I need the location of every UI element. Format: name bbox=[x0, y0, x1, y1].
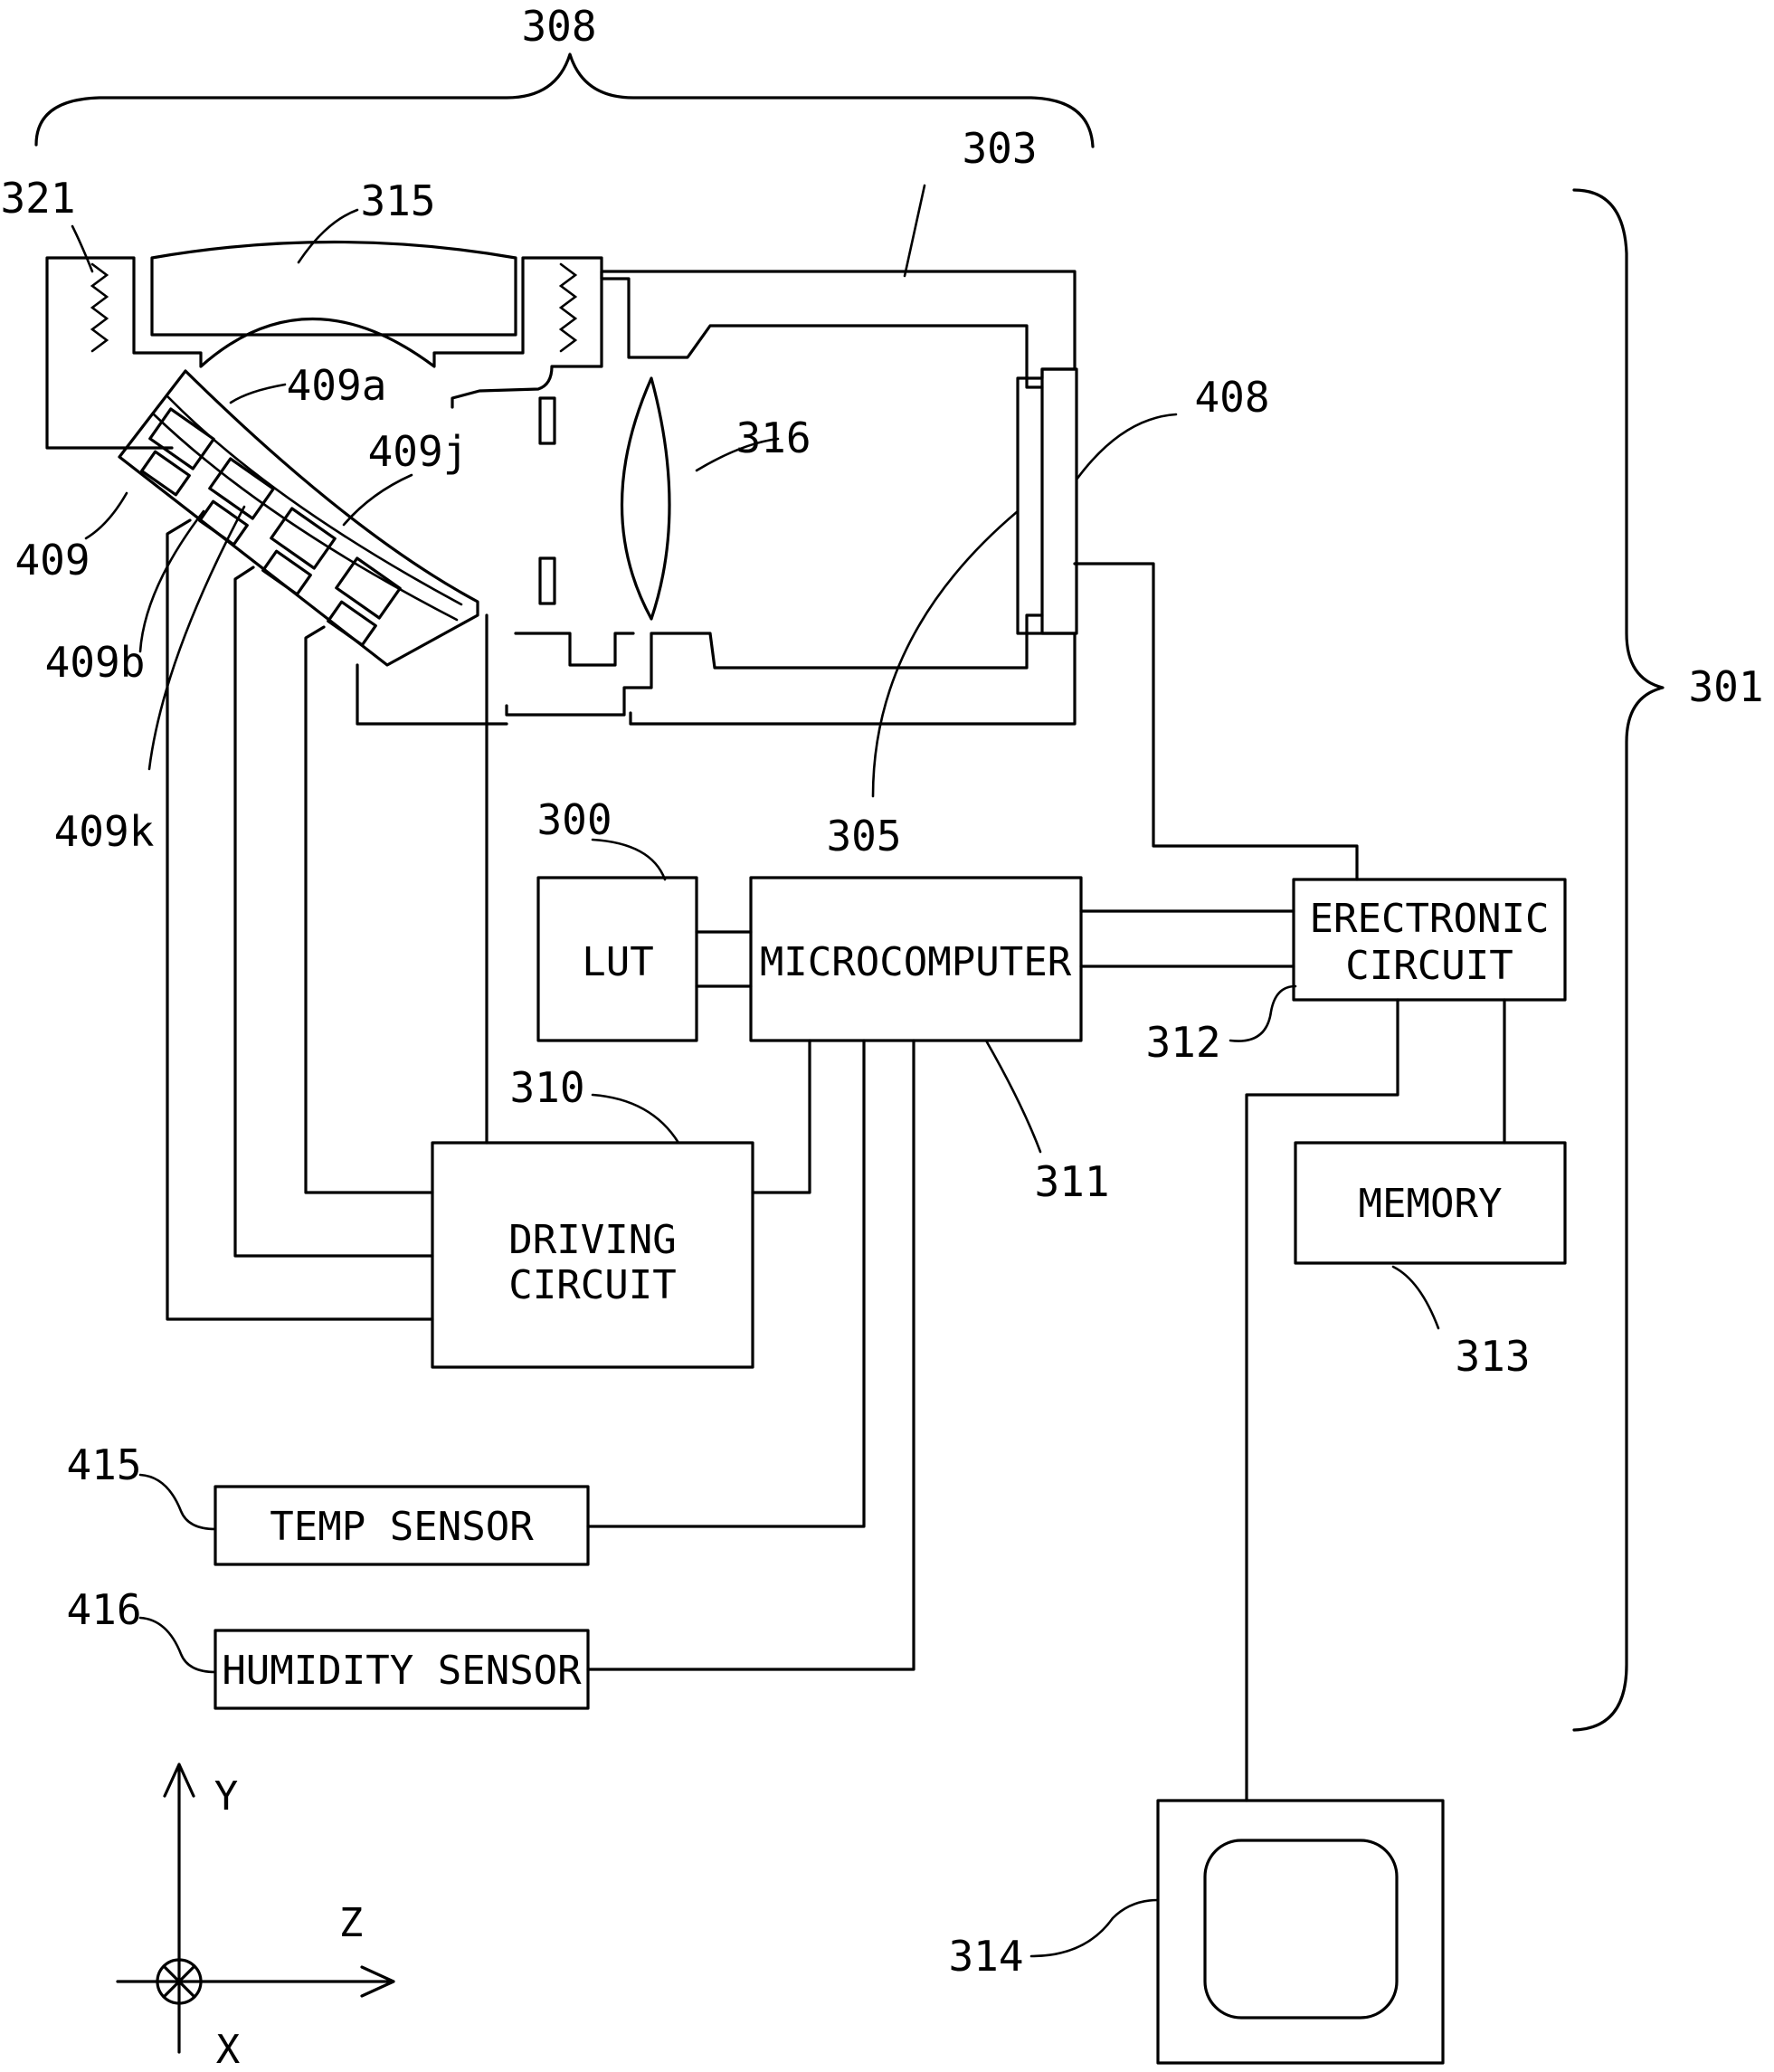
ref-408: 408 bbox=[1194, 373, 1269, 422]
lut-label: LUT bbox=[582, 939, 653, 985]
ref-308: 308 bbox=[521, 2, 596, 51]
ref-409a: 409a bbox=[287, 361, 387, 410]
ref-312: 312 bbox=[1145, 1018, 1220, 1067]
axis-label-x: X bbox=[216, 2027, 241, 2072]
module-base-line bbox=[357, 665, 507, 724]
wiring bbox=[167, 520, 1504, 1801]
housing-303-lower bbox=[507, 615, 1075, 724]
diaphragm-blade-upper bbox=[540, 398, 555, 443]
housing-inner bbox=[516, 633, 633, 665]
ref-310: 310 bbox=[509, 1063, 584, 1112]
optical-element-409 bbox=[119, 371, 478, 665]
ref-305: 305 bbox=[826, 812, 901, 860]
axis-label-z: Z bbox=[339, 1900, 364, 1946]
ref-409j: 409j bbox=[368, 427, 469, 476]
bellows-left bbox=[92, 264, 107, 351]
housing-303 bbox=[602, 271, 1075, 387]
microcomputer-label: MICROCOMPUTER bbox=[760, 939, 1072, 985]
ref-409: 409 bbox=[14, 536, 90, 585]
image-sensor-408 bbox=[1018, 369, 1077, 633]
temp-sensor-label: TEMP SENSOR bbox=[270, 1504, 534, 1550]
ref-409k: 409k bbox=[54, 807, 155, 856]
y-axis-arrow bbox=[165, 1764, 194, 2052]
memory-label: MEMORY bbox=[1359, 1181, 1503, 1227]
ref-316: 316 bbox=[735, 413, 811, 462]
ref-303: 303 bbox=[962, 124, 1037, 173]
brace-308 bbox=[36, 54, 1093, 147]
lens-316 bbox=[622, 378, 670, 619]
driving-circuit-label-1: DRIVING bbox=[508, 1217, 676, 1263]
ref-300: 300 bbox=[536, 795, 612, 844]
ref-416: 416 bbox=[66, 1585, 141, 1634]
brace-301 bbox=[1574, 190, 1663, 1730]
bellows-right bbox=[561, 264, 575, 351]
driving-circuit-label-2: CIRCUIT bbox=[508, 1262, 676, 1308]
ref-321: 321 bbox=[0, 174, 75, 223]
electronic-circuit-label-2: CIRCUIT bbox=[1345, 943, 1513, 989]
ref-409b: 409b bbox=[45, 638, 146, 687]
ref-311: 311 bbox=[1034, 1157, 1109, 1206]
humidity-sensor-label: HUMIDITY SENSOR bbox=[222, 1648, 582, 1694]
ref-415: 415 bbox=[66, 1440, 141, 1489]
ref-314: 314 bbox=[948, 1932, 1023, 1981]
monitor-screen bbox=[1205, 1840, 1397, 2018]
ref-313: 313 bbox=[1455, 1332, 1530, 1381]
diaphragm-blade-lower bbox=[540, 558, 555, 604]
electronic-circuit-label-1: ERECTRONIC bbox=[1310, 896, 1550, 942]
ref-301: 301 bbox=[1688, 662, 1763, 711]
ref-315: 315 bbox=[360, 176, 435, 225]
axis-label-y: Y bbox=[214, 1773, 239, 1820]
